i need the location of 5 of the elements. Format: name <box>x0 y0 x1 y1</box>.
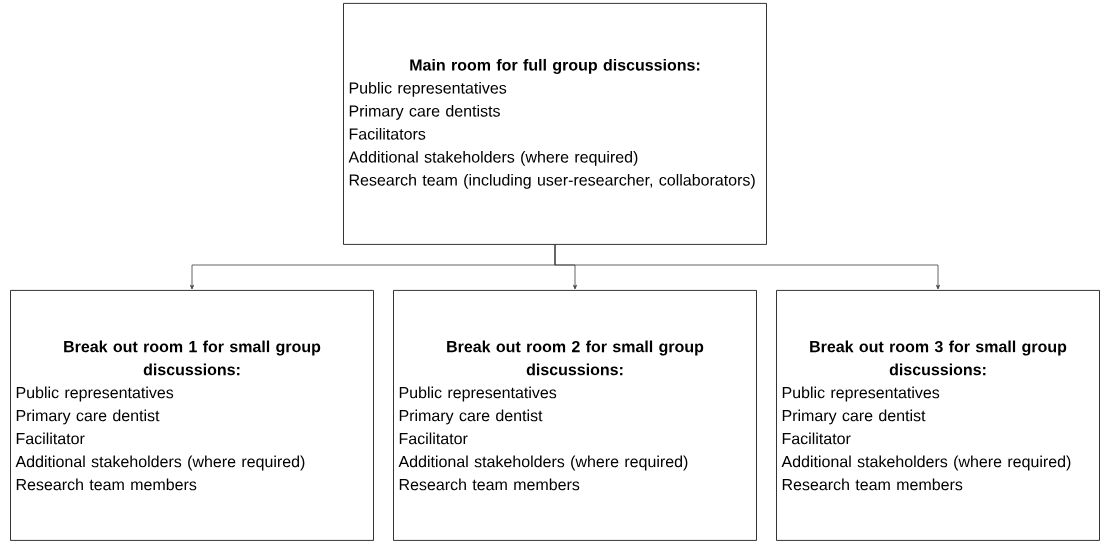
room-box: Break out room 2 for small group discussions: Public representatives Primary care dentist Facilitator Additional stakeholders (where required) Research team members <box>393 290 757 541</box>
room-box: Break out room 1 for small group discussions: Public representatives Primary care dentist Facilitator Additional stakeholders (where required) Research team members <box>10 290 374 541</box>
room-box: Break out room 3 for small group discussions: Public representatives Primary care dentist Facilitator Additional stakeholders (where required) Research team members <box>776 290 1100 541</box>
arrow <box>554 244 940 290</box>
room-box: Main room for full group discussions: Public representatives Primary care dentists Facilitators Additional stakeholders (where required) Research team (including user-researcher, collaborators) <box>343 3 767 245</box>
